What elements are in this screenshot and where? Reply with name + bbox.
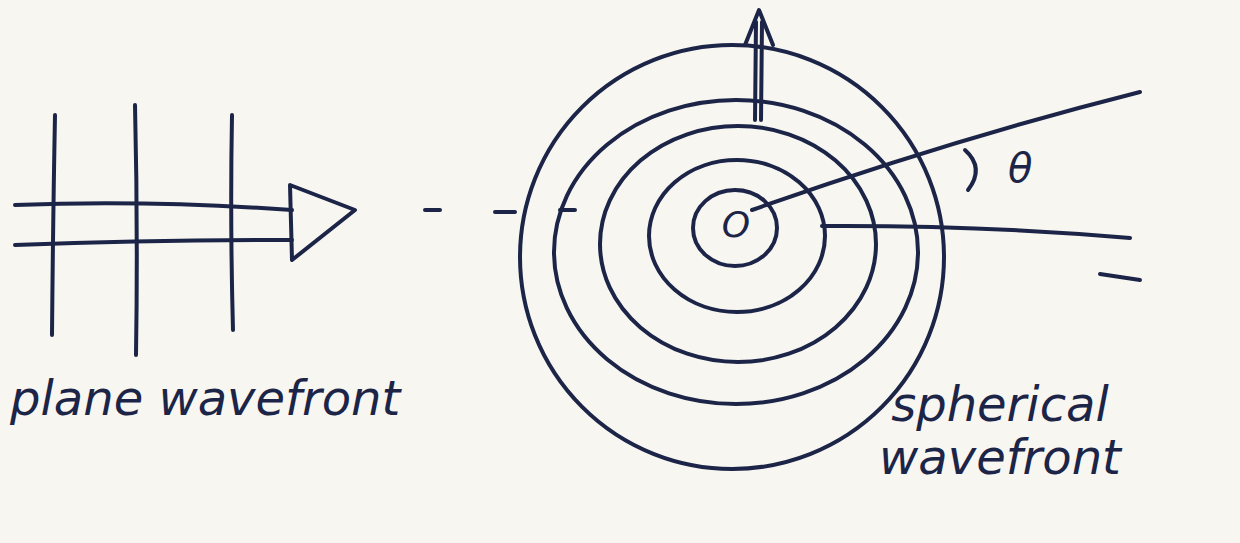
text-label: plane wavefront (10, 372, 530, 425)
ray-line (15, 240, 292, 245)
angle-arc (965, 150, 976, 190)
arrow-head (290, 185, 355, 260)
ray-line (752, 92, 1140, 210)
text-label: O (715, 205, 757, 245)
ray-line (755, 22, 762, 120)
wavefront-circle (649, 160, 825, 312)
wavefront-circle (693, 190, 777, 266)
dash-line (1100, 274, 1140, 280)
arrow-head (745, 10, 773, 45)
dash-line (425, 210, 575, 212)
wavefront-line (231, 115, 233, 330)
ray-line (15, 203, 292, 210)
text-label: θ (1008, 146, 1058, 190)
wavefront-circle (600, 126, 876, 362)
wavefront-circle (554, 100, 918, 404)
wavefront-line (135, 105, 137, 355)
wavefront-line (52, 115, 55, 335)
ray-line (822, 226, 1130, 238)
wavefront-circle (520, 45, 944, 469)
text-label: spherical wavefront (790, 378, 1210, 484)
